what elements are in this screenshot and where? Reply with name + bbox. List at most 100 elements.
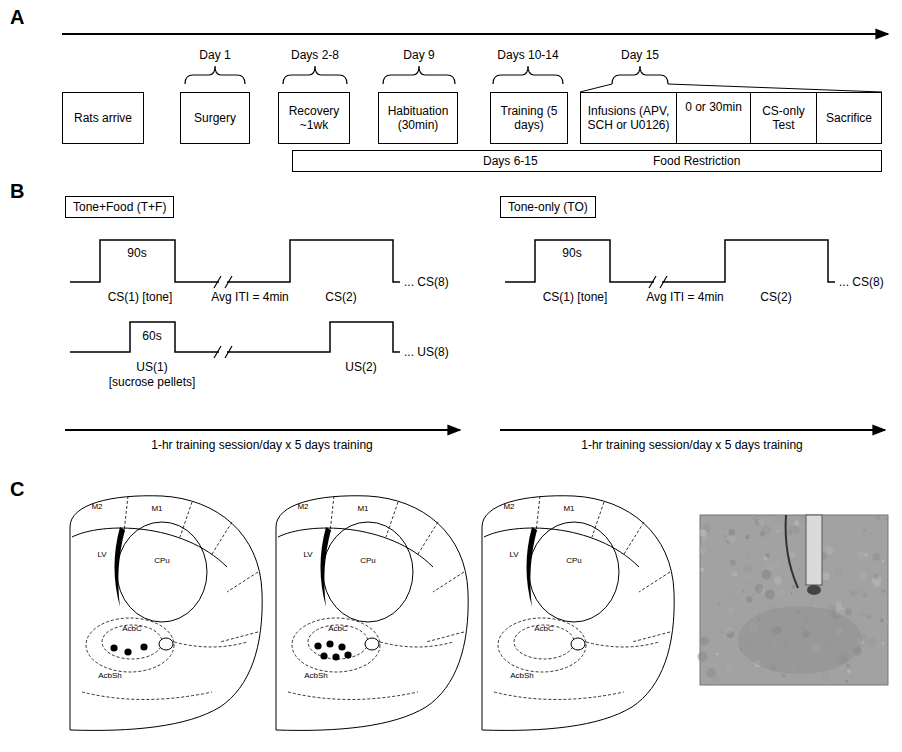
box-text: Training (5 days) (494, 104, 564, 132)
corpus-callosum (484, 528, 639, 567)
photo-texture (822, 597, 825, 600)
photo-texture (698, 652, 708, 662)
break-mark (214, 276, 232, 288)
lateral-ventricle (527, 527, 538, 607)
photo-texture (727, 535, 736, 544)
brain-outline (70, 496, 262, 731)
zoom-line (580, 84, 612, 92)
panel-letter: A (10, 6, 24, 28)
photo-texture (726, 665, 732, 671)
photo-texture (730, 560, 736, 566)
box-text: 0 or 30min (685, 100, 742, 114)
atlas-label: AcbSh (304, 671, 328, 681)
brain-outline (276, 496, 468, 731)
timeline-box: Rats arrive (62, 92, 144, 144)
anterior-commissure (159, 638, 173, 650)
cs-trace (70, 240, 400, 282)
atlas-label: M2 (503, 502, 514, 512)
photo-texture (774, 576, 782, 584)
timing-label: US(1) (136, 360, 167, 374)
photo-ground (700, 515, 888, 685)
photo-texture (742, 590, 745, 593)
box-text: Infusions (APV, SCH or U0126) (584, 104, 673, 132)
atlas-section (276, 496, 468, 731)
photo-texture (791, 585, 795, 589)
photo-texture (863, 593, 867, 597)
procedure-cell: Infusions (APV, SCH or U0126) (580, 92, 677, 144)
photo-region (738, 606, 862, 674)
photo-texture (822, 572, 830, 580)
photo-texture (746, 596, 752, 602)
break-mark (214, 346, 232, 358)
photo-texture (789, 527, 792, 530)
atlas-label: CPu (154, 556, 170, 566)
accumbens-shell (86, 618, 174, 672)
photo-texture (775, 532, 784, 541)
photo-texture (704, 568, 709, 573)
photo-texture (885, 518, 887, 520)
region-boundary (536, 496, 670, 642)
photo-texture (742, 581, 744, 583)
timing-label: 90s (562, 246, 581, 260)
box-text: Food Restriction (653, 154, 740, 168)
photo-texture (836, 601, 842, 607)
photo-texture (718, 529, 722, 533)
accumbens-core (308, 625, 368, 659)
anterior-commissure (571, 638, 585, 650)
photo-texture (849, 590, 855, 596)
photo-texture (792, 527, 799, 534)
axis-label: 1-hr training session/day x 5 days train… (581, 438, 802, 452)
atlas-label: AcbSh (510, 671, 534, 681)
placement-dot (326, 640, 333, 647)
atlas-label: M1 (563, 504, 574, 514)
photo-texture (745, 535, 750, 540)
box-text: Sacrifice (826, 111, 872, 125)
timeline-box: Surgery (180, 92, 250, 144)
photo-texture (776, 529, 780, 533)
photo-texture (751, 614, 753, 616)
photo-texture (860, 612, 866, 618)
photo-texture (717, 601, 721, 605)
photo-texture (881, 641, 885, 645)
photo-texture (866, 614, 871, 619)
photo-texture (759, 538, 767, 546)
photo-texture (765, 562, 775, 572)
box-text: Tone-only (TO) (508, 200, 588, 214)
box-text: Rats arrive (74, 111, 132, 125)
placement-dot (338, 643, 345, 650)
photo-texture (861, 551, 864, 554)
photo-texture (702, 536, 707, 541)
timeline-arrow (62, 33, 888, 35)
timeline-box: Recovery ~1wk (278, 92, 350, 144)
photo-texture (791, 592, 793, 594)
accumbens-core (102, 625, 162, 659)
atlas-label: AcbC (122, 624, 142, 634)
us-trace (70, 322, 400, 352)
box-text: Days 6-15 (483, 154, 538, 168)
photo-texture (877, 661, 882, 666)
region-boundary (82, 642, 247, 700)
photo-texture (845, 609, 852, 616)
atlas-label: CPu (360, 556, 376, 566)
photo-texture (702, 518, 705, 521)
photo-texture (859, 572, 866, 579)
timing-label: CS(1) [tone] (543, 290, 608, 304)
atlas-section (70, 496, 262, 731)
photo-texture (743, 564, 752, 573)
time-arrow (500, 429, 885, 431)
timing-label: ... US(8) (404, 345, 449, 359)
photo-texture (699, 547, 706, 554)
timing-label: 60s (142, 329, 161, 343)
photo-texture (821, 672, 830, 681)
zoom-line (668, 84, 882, 92)
timing-label: Avg ITI = 4min (646, 290, 723, 304)
photo-texture (728, 607, 734, 613)
photo-texture (865, 553, 868, 556)
photo-texture (774, 514, 782, 522)
photo-texture (847, 670, 851, 674)
photo-texture (876, 516, 881, 521)
curly-brace (493, 66, 563, 84)
day-label: Day 1 (199, 48, 230, 62)
photo-texture (699, 529, 706, 536)
photo-texture (729, 595, 733, 599)
